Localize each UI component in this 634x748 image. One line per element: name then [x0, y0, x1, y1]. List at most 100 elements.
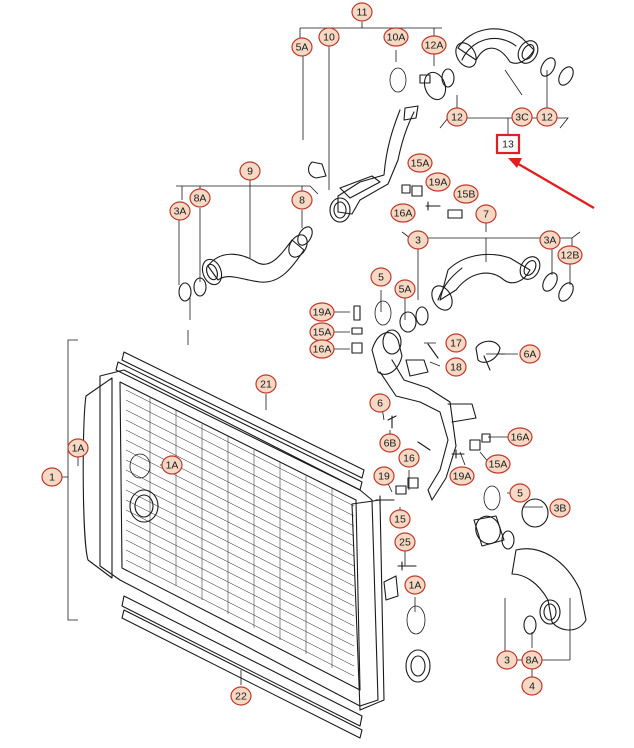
callout-1: 1: [41, 467, 63, 487]
callout-label: 12B: [561, 250, 580, 262]
callout-15: 15: [389, 509, 411, 529]
callout-label: 5: [378, 272, 384, 284]
callout-17: 17: [445, 333, 467, 353]
callout-1a: 1A: [404, 575, 426, 595]
callout-label: 21: [260, 379, 272, 391]
pipe-11: [307, 67, 419, 223]
callout-16a: 16A: [309, 339, 335, 359]
callout-label: 17: [450, 338, 462, 350]
callout-12a: 12A: [421, 35, 447, 55]
callout-15a: 15A: [485, 454, 511, 474]
hose-7: [399, 253, 574, 333]
callout-19: 19: [373, 466, 395, 486]
callout-label: 16: [403, 453, 415, 465]
callout-6: 6: [369, 393, 391, 413]
callout-11: 11: [351, 2, 373, 22]
callout-16: 16: [398, 448, 420, 468]
callout-label: 19A: [453, 471, 472, 483]
callout-label: 13: [502, 139, 514, 151]
callout-label: 25: [399, 537, 411, 549]
callout-12b: 12B: [557, 245, 583, 265]
callout-label: 16A: [313, 344, 332, 356]
clamp-12A: [419, 71, 447, 101]
callout-5: 5: [370, 267, 392, 287]
fasteners: [351, 184, 491, 571]
callout-label: 3A: [174, 206, 187, 218]
callout-15a: 15A: [309, 322, 335, 342]
callout-13: 13: [495, 133, 521, 155]
callout-18: 18: [445, 357, 467, 377]
callout-label: 5: [517, 488, 523, 500]
callout-5: 5: [509, 483, 531, 503]
callout-label: 6B: [384, 438, 397, 450]
pipe-6: [371, 300, 501, 501]
callout-19a: 19A: [425, 172, 451, 192]
callout-label: 11: [357, 7, 368, 19]
callout-6a: 6A: [519, 344, 541, 364]
callout-label: 6: [377, 398, 383, 410]
callout-label: 15A: [489, 459, 508, 471]
callout-25: 25: [394, 532, 416, 552]
callout-15b: 15B: [453, 184, 479, 204]
callout-3a: 3A: [539, 230, 561, 250]
callout-label: 16A: [511, 432, 530, 444]
callout-5a: 5A: [394, 279, 416, 299]
callout-label: 12: [541, 112, 553, 124]
callout-3b: 3B: [549, 498, 571, 518]
callout-10: 10: [318, 27, 340, 47]
callout-label: 8A: [526, 655, 539, 667]
callout-label: 7: [483, 209, 489, 221]
callout-label: 10: [323, 32, 335, 44]
callout-22: 22: [230, 686, 252, 706]
callout-label: 19A: [313, 307, 332, 319]
callout-label: 19A: [429, 177, 448, 189]
callout-label: 1A: [72, 443, 85, 455]
callout-19a: 19A: [309, 302, 335, 322]
callout-label: 5A: [296, 42, 309, 54]
highlight-arrow: [508, 158, 595, 210]
callout-21: 21: [255, 374, 277, 394]
callout-15a: 15A: [407, 153, 433, 173]
callout-label: 1A: [409, 580, 422, 592]
callout-label: 15B: [457, 189, 476, 201]
callout-1a: 1A: [161, 455, 183, 475]
callout-3c: 3C: [511, 107, 533, 127]
callout-label: 22: [235, 691, 247, 703]
callout-label: 1: [49, 472, 55, 484]
intercooler: [82, 351, 431, 739]
callout-10a: 10A: [383, 27, 409, 47]
callout-5a: 5A: [291, 37, 313, 57]
callout-label: 3: [504, 655, 510, 667]
callout-12: 12: [536, 107, 558, 127]
callout-label: 8: [299, 195, 305, 207]
callout-8a: 8A: [189, 188, 211, 208]
callout-label: 12A: [425, 40, 444, 52]
leader-lines: [58, 22, 581, 685]
callout-label: 12: [451, 112, 463, 124]
callout-3: 3: [496, 650, 518, 670]
callout-label: 10A: [387, 32, 406, 44]
callout-label: 16A: [394, 208, 413, 220]
callout-label: 6A: [524, 349, 537, 361]
hose-13: [441, 28, 574, 88]
callout-3a: 3A: [169, 201, 191, 221]
core-fins: [125, 389, 355, 677]
callout-label: 3B: [554, 503, 567, 515]
callout-label: 15A: [313, 327, 332, 339]
callout-6b: 6B: [379, 433, 401, 453]
callout-label: 3C: [515, 112, 529, 124]
callout-8: 8: [291, 190, 313, 210]
callout-label: 19: [378, 471, 390, 483]
callout-label: 3A: [544, 235, 557, 247]
hose-4: [473, 485, 587, 635]
callout-8a: 8A: [521, 650, 543, 670]
callout-label: 1A: [166, 460, 179, 472]
callout-label: 5A: [399, 284, 412, 296]
callout-label: 4: [529, 681, 535, 693]
callout-19a: 19A: [449, 466, 475, 486]
callout-3: 3: [407, 230, 429, 250]
callout-9: 9: [239, 161, 261, 181]
callout-label: 15A: [411, 158, 430, 170]
callout-1a: 1A: [67, 438, 89, 458]
